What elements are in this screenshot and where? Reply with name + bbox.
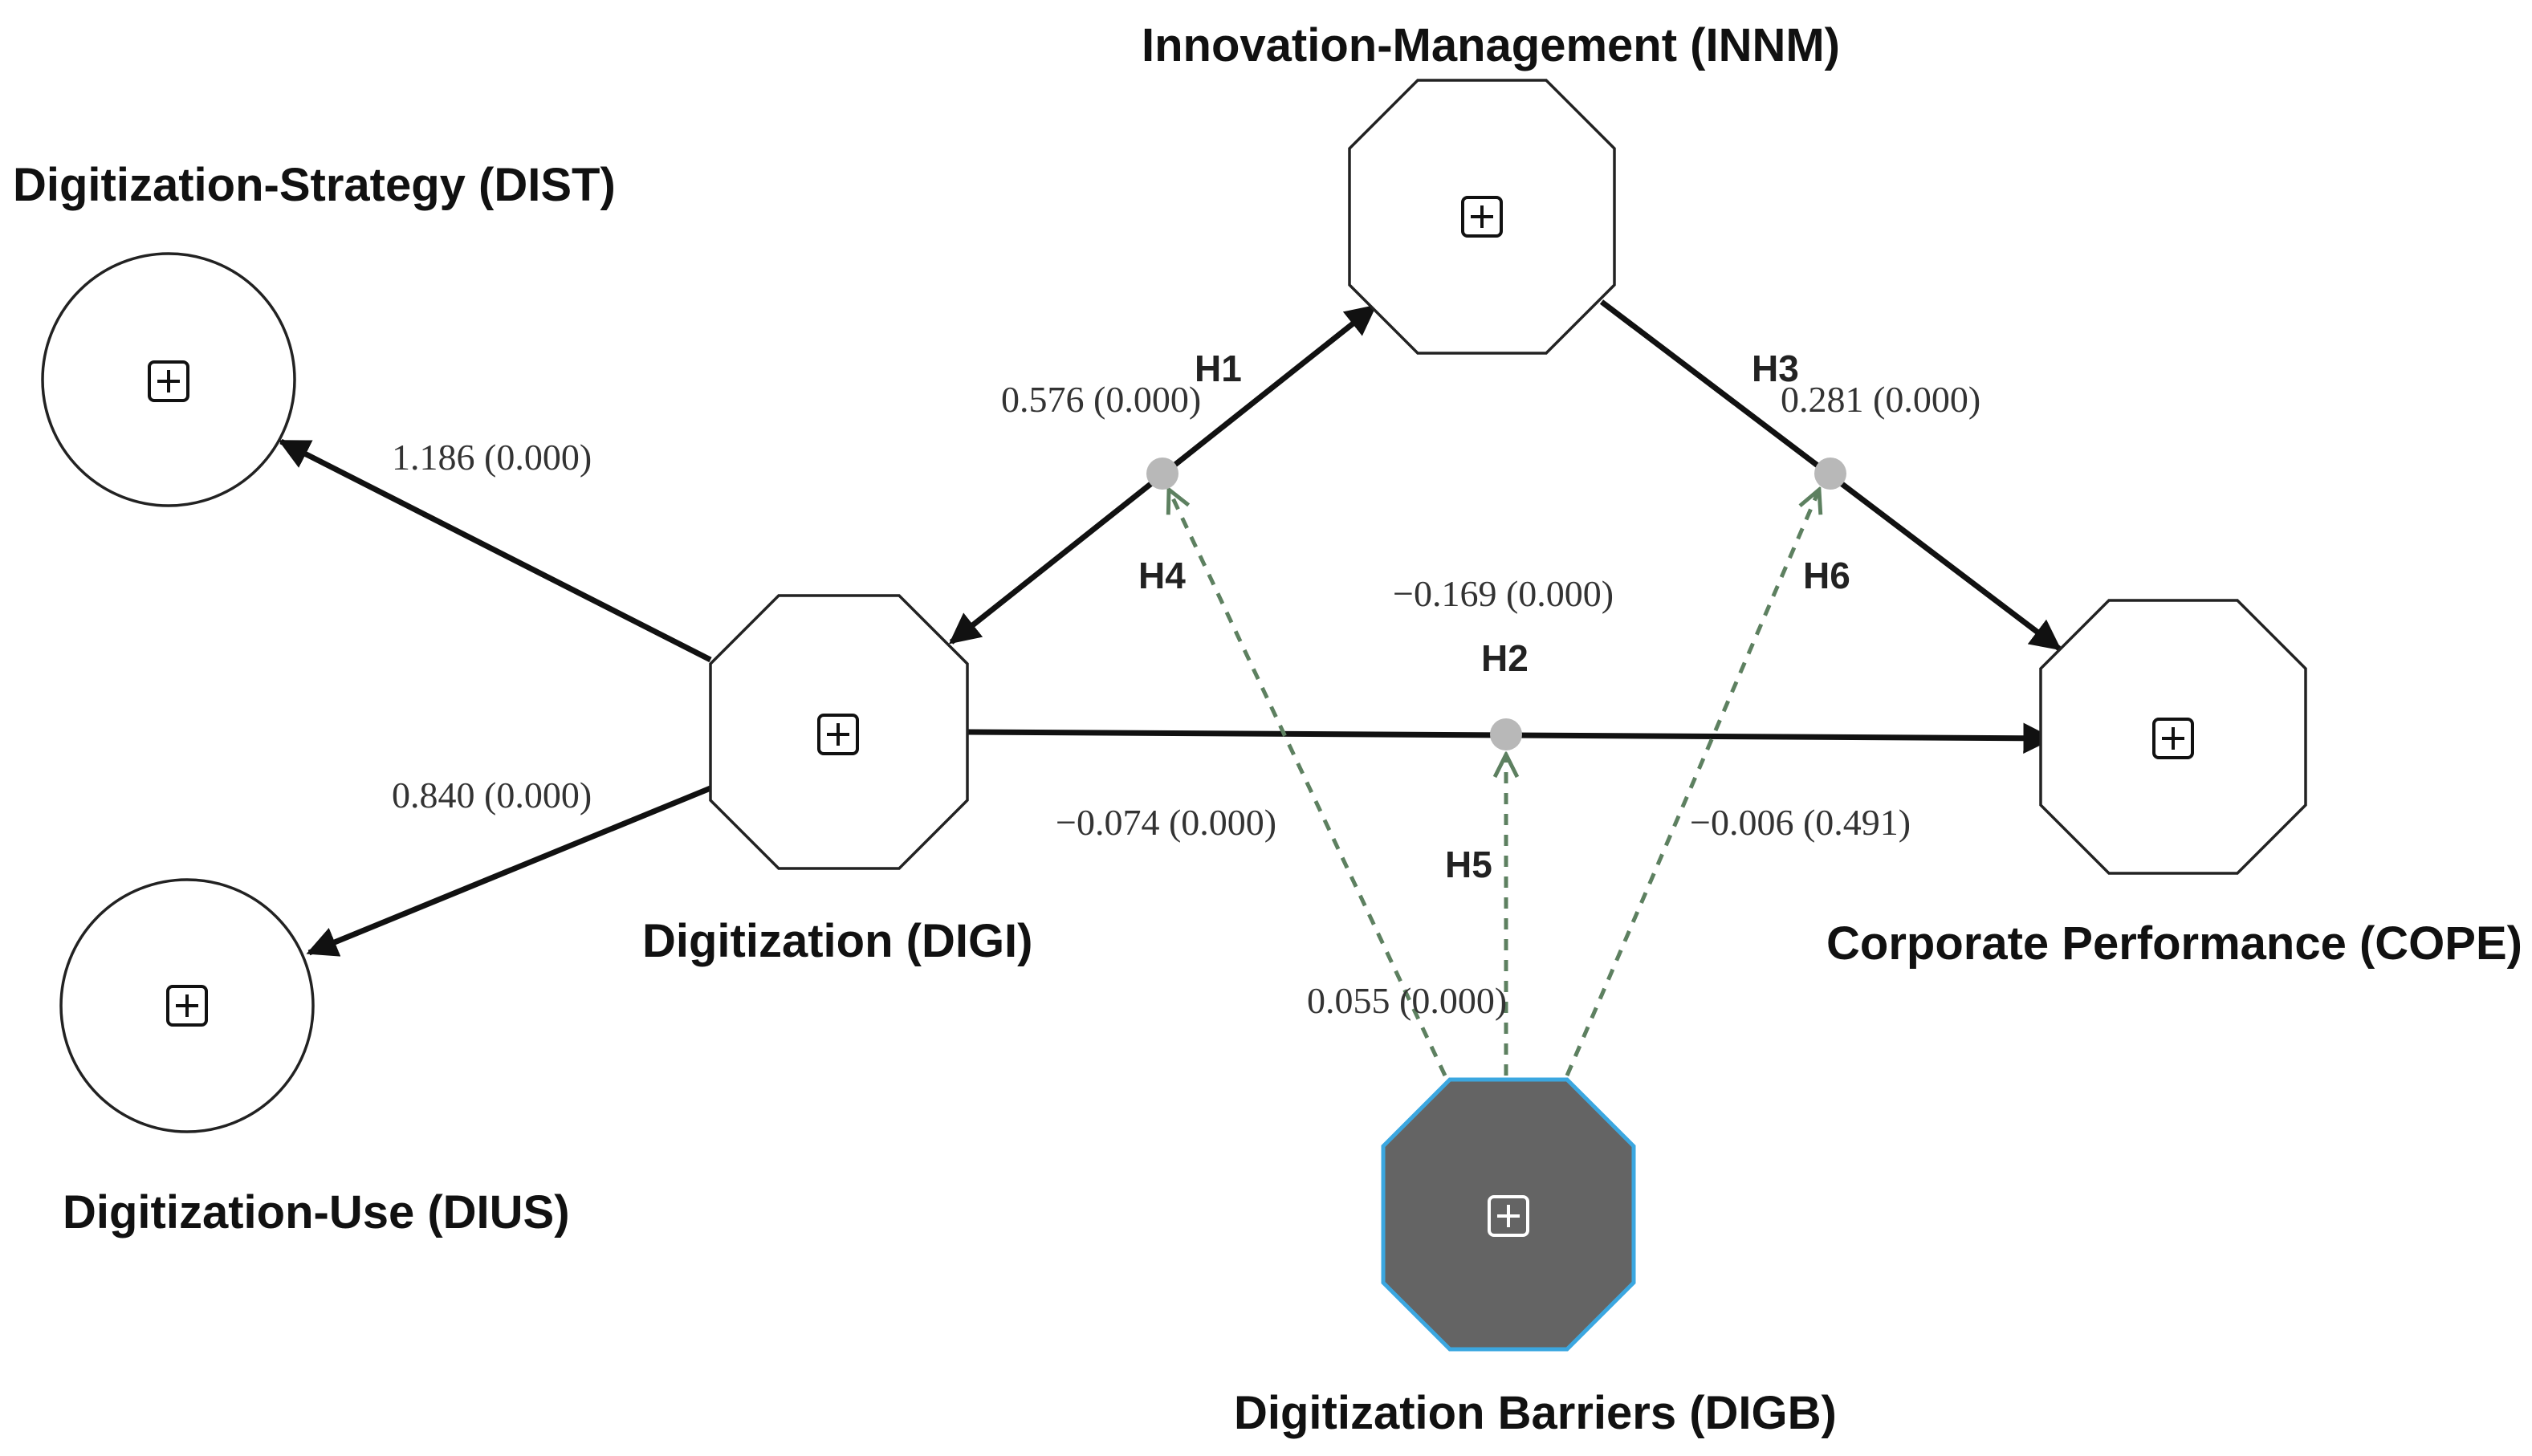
coef-digb-h5: 0.055 (0.000): [1307, 980, 1507, 1021]
hypothesis-h3: H3: [1752, 348, 1799, 389]
label-dius: Digitization-Use (DIUS): [63, 1186, 570, 1238]
interaction-dot-h5: [1490, 718, 1522, 750]
hypothesis-h5: H5: [1445, 844, 1492, 885]
label-digb: Digitization Barriers (DIGB): [1234, 1387, 1837, 1439]
coef-digi-cope: −0.169 (0.000): [1393, 573, 1614, 614]
coef-digi-dist: 1.186 (0.000): [392, 437, 592, 478]
node-dist[interactable]: [41, 252, 296, 507]
coef-digb-h6: −0.006 (0.491): [1690, 802, 1911, 843]
label-dist: Digitization-Strategy (DIST): [13, 159, 616, 211]
hypothesis-h6: H6: [1803, 555, 1850, 596]
moderator-path-h6: [1565, 490, 1819, 1076]
coef-innm-cope: 0.281 (0.000): [1781, 379, 1980, 420]
coef-digi-dius: 0.840 (0.000): [392, 775, 592, 815]
hypothesis-h2: H2: [1481, 637, 1529, 679]
label-innm: Innovation-Management (INNM): [1142, 19, 1840, 71]
interaction-dot-h4: [1146, 458, 1178, 490]
node-cope[interactable]: [2039, 599, 2307, 875]
path-digi-dius: [306, 785, 712, 957]
label-cope: Corporate Performance (COPE): [1826, 917, 2522, 970]
label-digi: Digitization (DIGI): [642, 915, 1033, 967]
coef-digb-h4: −0.074 (0.000): [1056, 802, 1276, 843]
interaction-dot-h6: [1814, 458, 1846, 490]
node-dius[interactable]: [59, 878, 315, 1133]
hypothesis-h1: H1: [1195, 348, 1242, 389]
node-digb[interactable]: [1381, 1077, 1636, 1352]
path-digi-dist: [278, 438, 712, 663]
node-digi[interactable]: [709, 594, 969, 870]
coef-digi-innm: 0.576 (0.000): [1001, 379, 1201, 420]
hypothesis-h4: H4: [1138, 555, 1186, 596]
moderator-path-h4: [1169, 490, 1447, 1077]
node-innm[interactable]: [1348, 79, 1616, 355]
